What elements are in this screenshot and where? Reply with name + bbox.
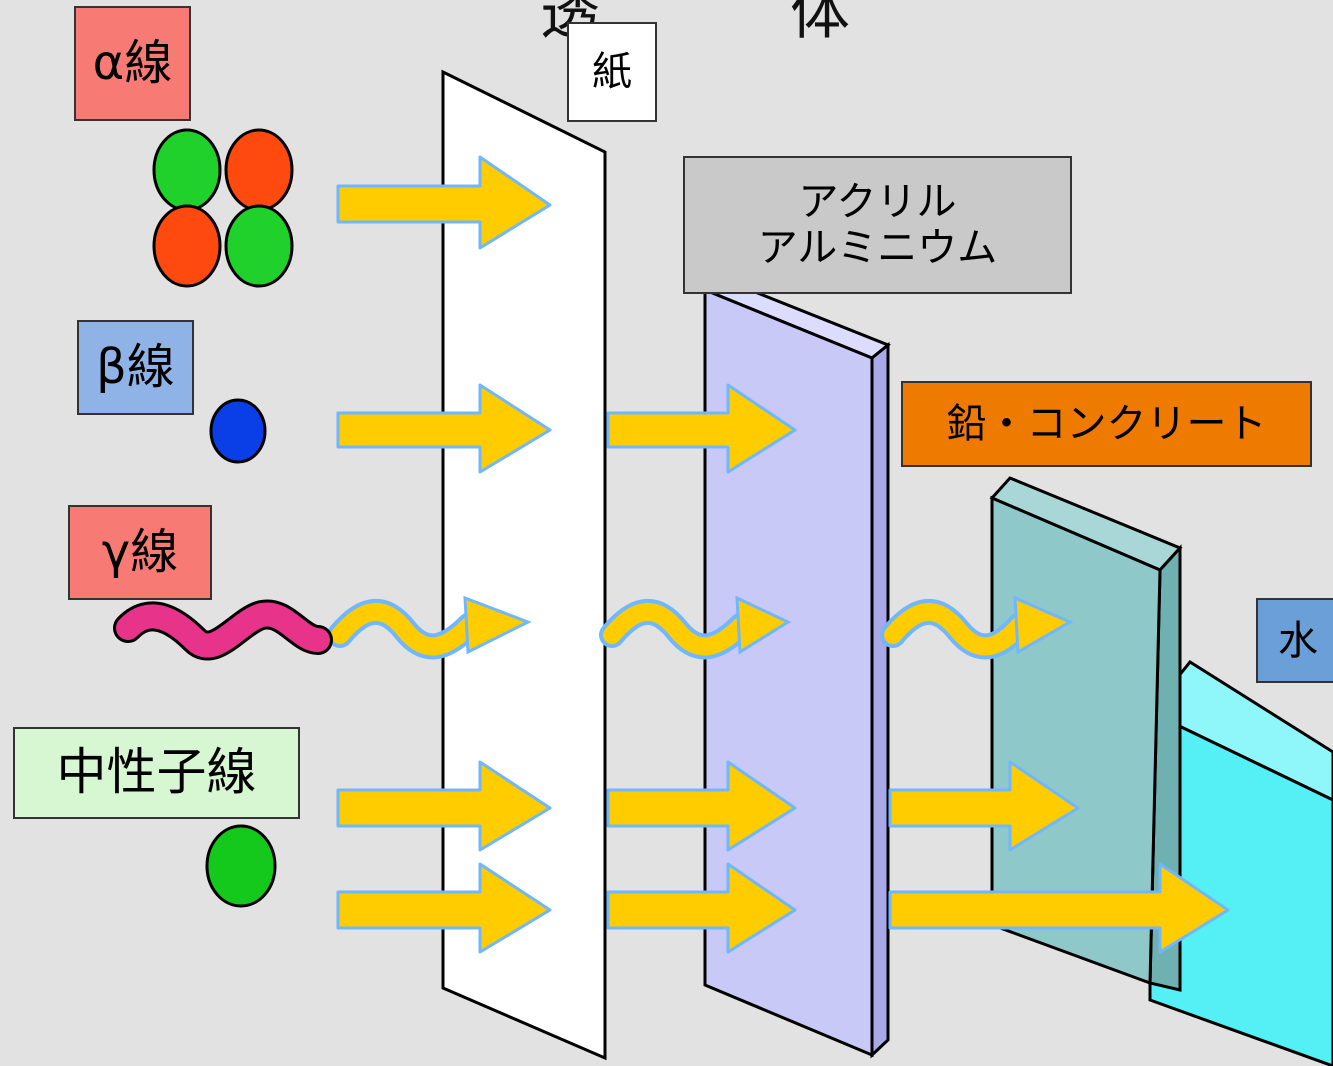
neutron-arrow-2c bbox=[888, 862, 1230, 954]
gamma-arrow-1 bbox=[327, 595, 532, 660]
alpha-particle bbox=[152, 128, 294, 288]
neutron-ray-label: 中性子線 bbox=[13, 727, 300, 819]
neutron-arrow-1c bbox=[888, 760, 1080, 852]
neutron-particle bbox=[205, 824, 277, 908]
beta-particle bbox=[209, 398, 267, 464]
title-fragment-2: 体 bbox=[790, 0, 850, 48]
acrylic-label-line1: アクリル bbox=[798, 179, 957, 225]
neutron-arrow-1b bbox=[606, 760, 797, 852]
alpha-nucleon-green-1 bbox=[152, 128, 222, 212]
alpha-ray-label: α線 bbox=[74, 6, 191, 121]
neutron-arrow-2b bbox=[606, 862, 797, 954]
lead-concrete-label: 鉛・コンクリート bbox=[901, 381, 1312, 467]
acrylic-aluminium-panel bbox=[702, 276, 891, 1059]
beta-arrow-2 bbox=[606, 383, 797, 474]
gamma-arrow-2 bbox=[599, 595, 792, 660]
alpha-nucleon-red-2 bbox=[152, 204, 222, 288]
alpha-nucleon-green-2 bbox=[224, 204, 294, 288]
neutron-arrow-2a bbox=[336, 862, 552, 954]
water-label: 水 bbox=[1256, 598, 1333, 683]
neutron-arrow-1a bbox=[336, 760, 552, 852]
beta-arrow-1 bbox=[336, 383, 552, 474]
alpha-arrow bbox=[336, 155, 552, 250]
gamma-arrow-3 bbox=[880, 595, 1074, 660]
alpha-nucleon-red-1 bbox=[224, 128, 294, 212]
arrows bbox=[336, 155, 1230, 954]
gamma-arrows bbox=[327, 595, 1074, 660]
gamma-wave bbox=[113, 599, 333, 661]
acrylic-label-line2: アルミニウム bbox=[757, 225, 998, 271]
acrylic-aluminium-label: アクリル アルミニウム bbox=[683, 156, 1072, 294]
paper-label: 紙 bbox=[567, 22, 657, 122]
gamma-ray-label: γ線 bbox=[68, 505, 212, 600]
beta-ray-label: β線 bbox=[77, 320, 194, 415]
